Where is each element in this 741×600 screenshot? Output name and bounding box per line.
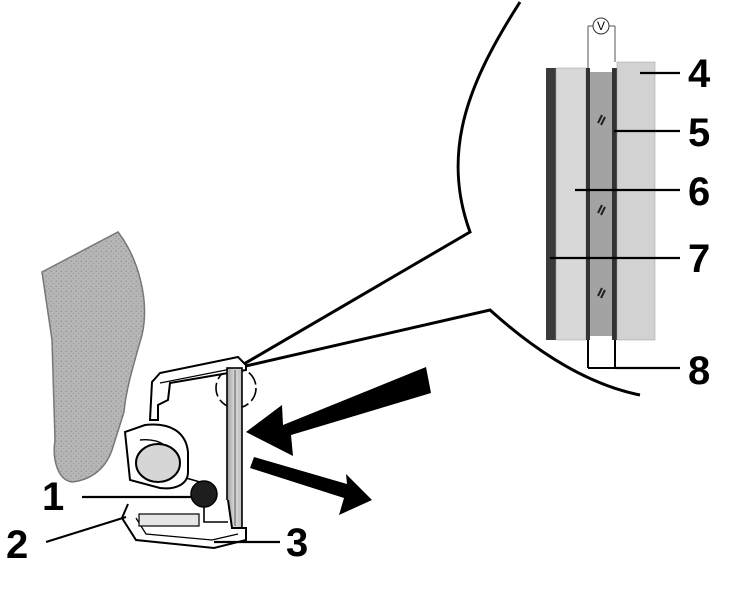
callout-5: 5 xyxy=(688,111,710,155)
mirror-arm-inner xyxy=(159,367,237,384)
callout-3: 3 xyxy=(286,521,308,565)
magnifier-outline xyxy=(236,1,641,397)
callout-6: 6 xyxy=(688,170,710,214)
sensor-element xyxy=(190,480,218,508)
ion-marks xyxy=(597,114,606,299)
leader-lines xyxy=(45,71,680,544)
callout-7: 7 xyxy=(688,237,710,281)
outgoing-arrow xyxy=(250,457,372,515)
callout-8: 8 xyxy=(688,349,710,393)
layer-electrochromic xyxy=(590,72,612,336)
voltmeter-icon xyxy=(592,17,610,35)
layer-stack: V xyxy=(546,17,656,369)
callout-4: 4 xyxy=(688,52,711,96)
hand-silhouette xyxy=(41,231,146,483)
layer-electrode-right xyxy=(612,68,617,340)
layer-electrode-left xyxy=(586,68,590,340)
mount-knob xyxy=(135,443,181,483)
callout-2: 2 xyxy=(6,523,28,567)
incoming-arrow xyxy=(246,367,431,456)
layer-outer-left xyxy=(546,68,556,340)
housing-slot xyxy=(138,513,200,527)
layer-glass-left xyxy=(555,67,587,341)
callout-1: 1 xyxy=(42,475,64,519)
mirror-arm xyxy=(148,355,247,421)
voltmeter-label: V xyxy=(597,19,605,33)
sensor-wire xyxy=(203,507,228,523)
layer-glass-right xyxy=(616,61,656,341)
leader-2 xyxy=(45,515,127,544)
mount-linkage xyxy=(185,477,201,483)
